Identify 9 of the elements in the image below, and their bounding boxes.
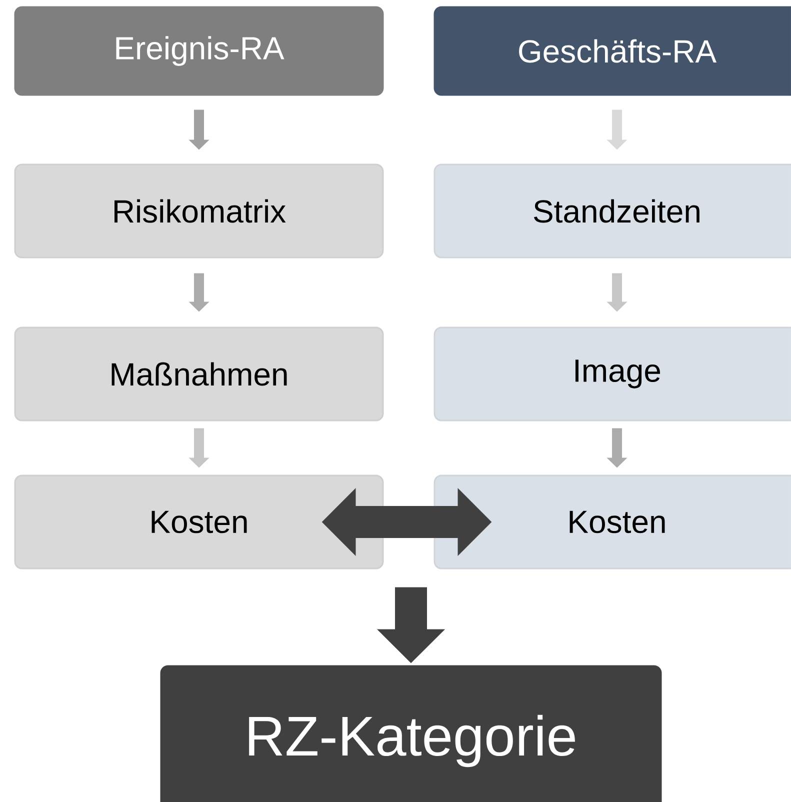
process-box: Maßnahmen [14, 326, 384, 422]
header-box: Ereignis-RA [14, 6, 384, 96]
process-box: Risikomatrix [14, 164, 384, 258]
process-box: Kosten [14, 474, 384, 570]
result-box: RZ-Kategorie [160, 665, 662, 802]
process-box: Standzeiten [434, 164, 791, 258]
process-box: Kosten [434, 474, 791, 570]
header-box: Geschäfts-RA [434, 6, 791, 96]
process-box: Image [434, 326, 791, 422]
